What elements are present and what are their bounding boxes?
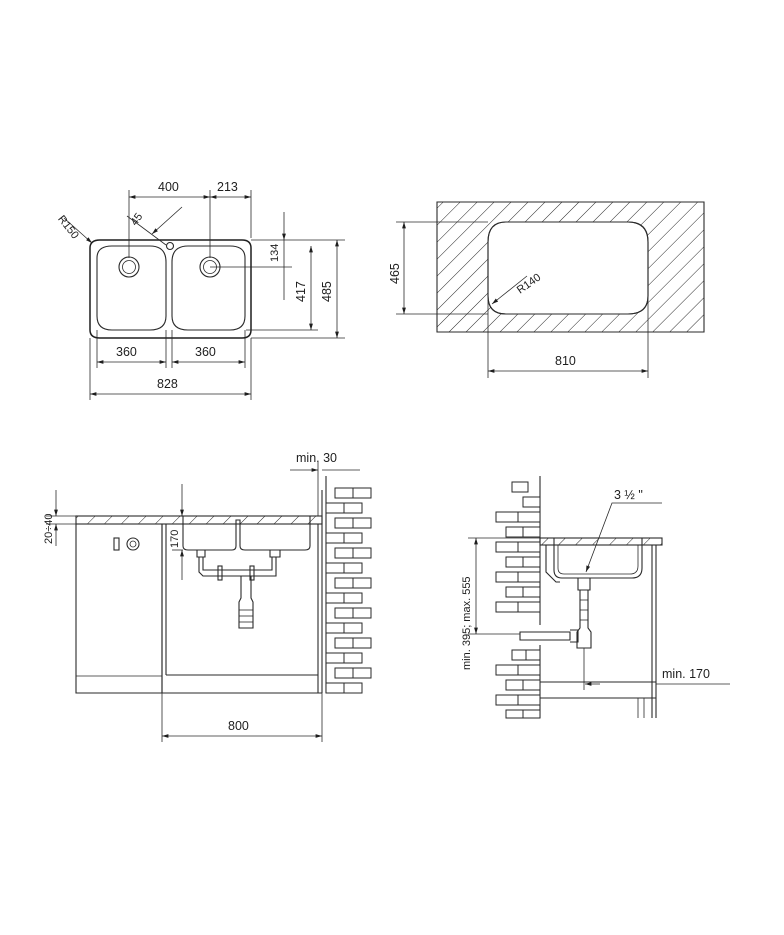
brick-wall-front [325, 476, 372, 694]
dim-drain-size: 3 ½ " [614, 488, 643, 502]
dim-134: 134 [269, 244, 281, 262]
dim-360-right: 360 [195, 345, 216, 359]
cutout-view: 465 R140 810 [388, 201, 705, 378]
dim-828: 828 [157, 377, 178, 391]
front-view: min. 30 20÷40 170 800 [43, 451, 372, 742]
dim-800: 800 [228, 719, 249, 733]
top-view: 400 213 R150 45 134 417 485 [55, 180, 345, 400]
right-bowl [171, 245, 246, 331]
drain-pipe [198, 557, 277, 577]
dim-r150: R150 [55, 213, 81, 241]
dim-465: 465 [388, 263, 402, 284]
side-countertop [539, 537, 663, 546]
cutout-opening [487, 221, 649, 315]
left-bowl [96, 245, 167, 331]
sink-front [182, 516, 311, 551]
dim-min-170: min. 170 [662, 667, 710, 681]
appliance-knob [113, 537, 120, 551]
countertop [75, 515, 323, 525]
dim-20-40: 20÷40 [43, 513, 55, 544]
dim-213: 213 [217, 180, 238, 194]
sink-outline [89, 239, 252, 339]
sink-side [553, 538, 643, 579]
side-view: 3 ½ " min. 395; max. 555 min. 170 [461, 476, 730, 719]
dim-r140: R140 [515, 272, 543, 297]
dim-400: 400 [158, 180, 179, 194]
left-drain [118, 256, 140, 278]
dim-360-left: 360 [116, 345, 137, 359]
dim-485: 485 [320, 281, 334, 302]
brick-wall-side [495, 476, 541, 719]
dim-min-30: min. 30 [296, 451, 337, 465]
overflow-hole [165, 241, 175, 251]
side-outlet-pipe [519, 631, 571, 641]
side-drain [577, 578, 591, 591]
dim-810: 810 [555, 354, 576, 368]
dim-45: 45 [128, 211, 145, 228]
dim-height-range: min. 395; max. 555 [461, 576, 473, 670]
dim-417: 417 [294, 281, 308, 302]
dim-170-front: 170 [169, 530, 181, 548]
siphon [238, 576, 254, 629]
